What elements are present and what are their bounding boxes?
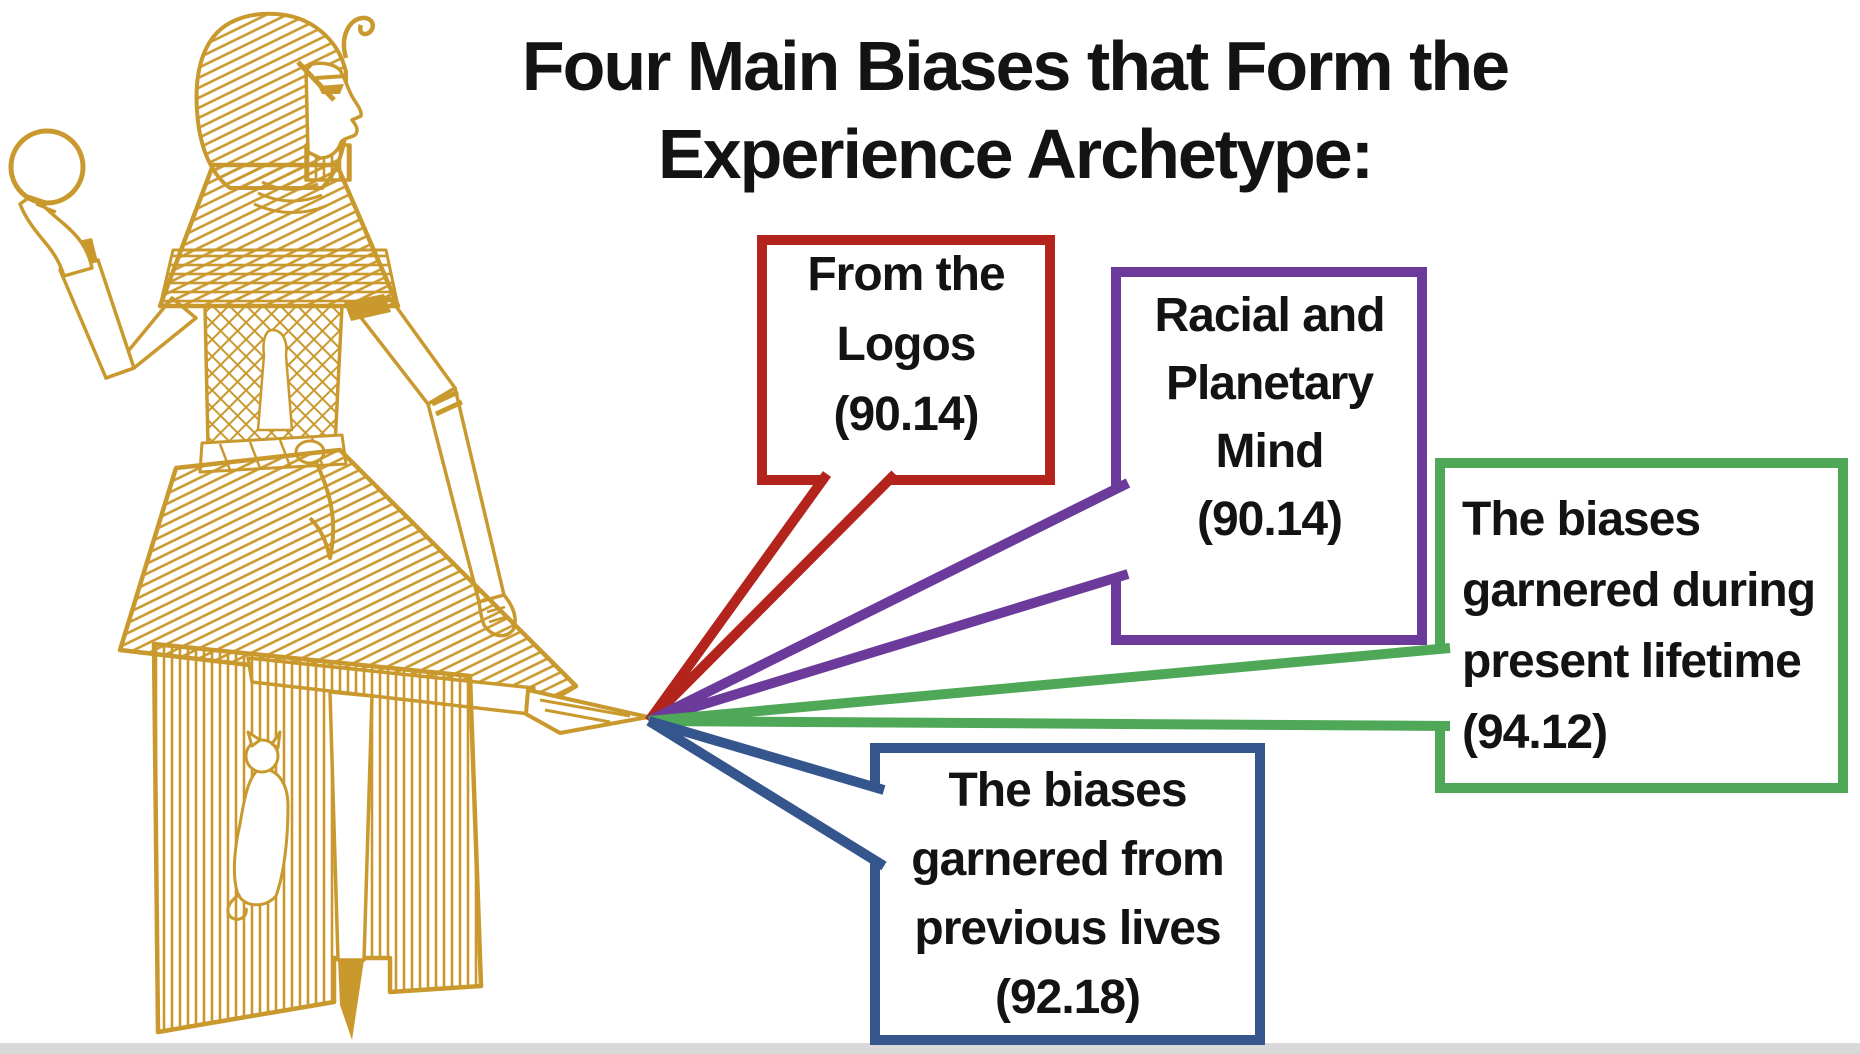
figure-standing-leg [328,690,374,1040]
callout-from-the-logos [644,235,1055,725]
callout-line: Planetary [1165,357,1374,410]
callout-line: previous lives [914,902,1221,955]
egyptian-woman-illustration [8,11,650,1040]
callout-text-present-lifetime: The biases garnered during present lifet… [1462,484,1842,768]
callout-line: (92.18) [994,971,1141,1024]
figure-bodice [203,304,344,447]
callout-text-previous-lives: The biases garnered from previous lives … [880,756,1255,1032]
callout-line: Racial and [1154,289,1385,342]
callout-text-racial-planetary-mind: Racial and Planetary Mind (90.14) [1121,282,1418,554]
bodice-motif [256,328,294,432]
callout-line: Mind [1215,425,1325,478]
figure-hand [18,192,94,278]
callout-text-from-the-logos: From the Logos (90.14) [762,240,1050,450]
callout-line: garnered from [911,833,1224,886]
callout-box-purple [1111,267,1427,645]
figure-cape [157,162,401,309]
callout-line: garnered during [1462,564,1816,617]
callout-previous-lives [646,716,1265,1045]
callout-present-lifetime [648,458,1848,793]
callout-box-green [1435,458,1848,793]
slide-title-line2: Experience Archetype: [657,115,1374,193]
callout-line: The biases [1462,493,1701,546]
figure-shoe [524,688,650,735]
slide-title: Four Main Biases that Form the Experienc… [410,22,1620,198]
callout-line: From the [807,248,1005,301]
orb [8,128,86,206]
callout-line: present lifetime [1462,635,1802,688]
uraeus-serpent [341,15,375,59]
cat-motif [226,730,290,921]
callout-line: (90.14) [833,388,979,441]
callout-box-red [757,235,1055,485]
callout-racial-planetary-mind [646,267,1427,726]
slide-title-line1: Four Main Biases that Form the [521,27,1510,105]
figure-foot [338,960,364,1040]
bottom-bar [0,1043,1860,1054]
figure-left-arm [8,128,198,380]
figure-lower-skirt [151,641,484,1035]
callout-line: (94.12) [1462,706,1608,759]
callout-line: (90.14) [1196,493,1343,546]
callout-line: The biases [948,764,1187,817]
callout-line: Logos [836,318,977,371]
callout-box-blue [870,743,1265,1045]
